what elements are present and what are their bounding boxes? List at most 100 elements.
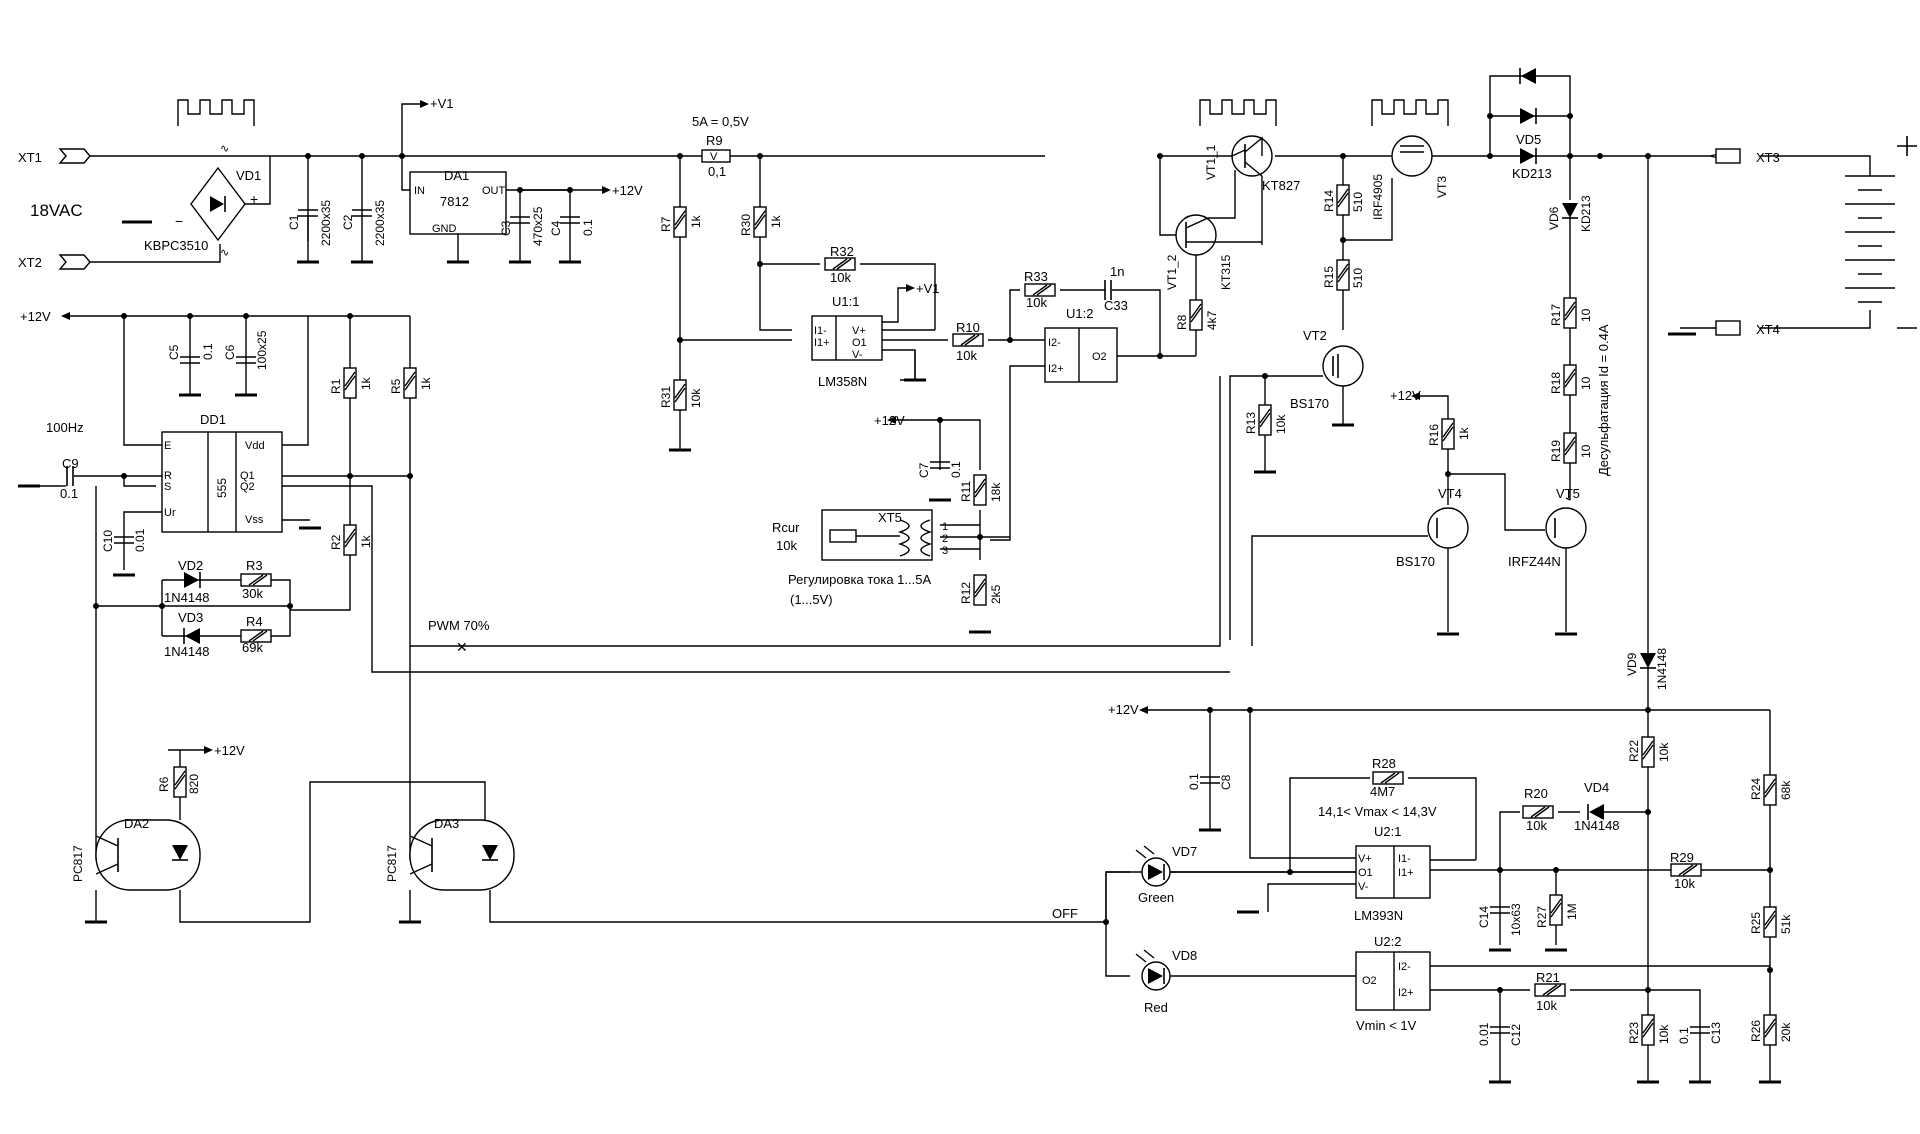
label-adjust-note: Регулировка тока 1...5А — [788, 572, 931, 587]
label-r23: R23 — [1627, 1022, 1641, 1044]
connector-xt4 — [1715, 320, 1741, 336]
label-lm393n: LM393N — [1354, 908, 1403, 923]
label-r21: R21 — [1536, 970, 1560, 985]
label-xt3: XT3 — [1756, 150, 1780, 165]
label-r32: R32 — [830, 244, 854, 259]
label-r21-value: 10k — [1536, 998, 1557, 1013]
label-vmax: 14,1< Vmax < 14,3V — [1318, 804, 1437, 819]
label-12v-vt4: +12V — [1390, 388, 1421, 403]
label-pin-vss: Vss — [245, 514, 264, 526]
label-12v-r6: +12V — [214, 743, 245, 758]
mosfet-vt5 — [1545, 507, 1587, 549]
label-pin-q1: Q1 — [240, 470, 255, 482]
label-r15-value: 510 — [1351, 268, 1365, 288]
label-vd5: VD5 — [1516, 132, 1541, 147]
label-vt1-1: VT1_1 — [1204, 144, 1218, 180]
label-r24-value: 68k — [1779, 780, 1793, 800]
label-r10-value: 10k — [956, 348, 977, 363]
comparator-section — [1103, 706, 1783, 1084]
label-bs170-vt2: BS170 — [1290, 396, 1329, 411]
optocoupler-da2 — [95, 819, 201, 891]
label-r6-value: 820 — [187, 774, 201, 794]
label-xt1: XT1 — [18, 150, 42, 165]
label-r26-value: 20k — [1779, 1022, 1793, 1042]
label-r16: R16 — [1427, 424, 1441, 446]
label-pin-ur: Ur — [164, 507, 176, 519]
label-12v-comp: +12V — [1108, 702, 1139, 717]
label-pwm: PWM 70% — [428, 618, 490, 633]
label-1n4148-vd4: 1N4148 — [1574, 818, 1620, 833]
label-r28: R28 — [1372, 756, 1396, 771]
label-u21-o1: O1 — [1358, 867, 1373, 879]
label-pc817-da3: PC817 — [385, 845, 399, 882]
label-r25-value: 51k — [1779, 914, 1793, 934]
label-1n4148-vd2: 1N4148 — [164, 590, 210, 605]
label-c2-value: 2200x35 — [373, 200, 387, 246]
label-12v-pot: +12V — [874, 413, 905, 428]
label-r27: R27 — [1535, 906, 1549, 928]
label-r17: R17 — [1549, 304, 1563, 326]
label-da3: DA3 — [434, 816, 459, 831]
label-r2: R2 — [329, 534, 343, 550]
label-r4: R4 — [246, 614, 263, 629]
label-c33: C33 — [1104, 298, 1128, 313]
label-u2-2: U2:2 — [1374, 934, 1401, 949]
label-c4: C4 — [549, 220, 563, 236]
label-vd9: VD9 — [1625, 652, 1639, 676]
label-vd2: VD2 — [178, 558, 203, 573]
label-r28-value: 4M7 — [1370, 784, 1395, 799]
label-vd6: VD6 — [1547, 206, 1561, 230]
label-r10: R10 — [956, 320, 980, 335]
label-pin-q2: Q2 — [240, 481, 255, 493]
label-kbpc3510: KBPC3510 — [144, 238, 208, 253]
label-r3: R3 — [246, 558, 263, 573]
label-r29-value: 10k — [1674, 876, 1695, 891]
label-r6: R6 — [157, 776, 171, 792]
label-c3-value: 470x25 — [531, 206, 545, 246]
svg-text:−: − — [175, 213, 183, 229]
label-u11-vm: V- — [852, 349, 863, 361]
label-reg-out: OUT — [482, 185, 506, 197]
shunt-r9 — [701, 149, 731, 163]
svg-text:+: + — [250, 191, 258, 207]
label-c2: C2 — [341, 214, 355, 230]
label-r9-value: 0,1 — [708, 164, 726, 179]
label-c14-value: 10x63 — [1509, 903, 1523, 936]
label-r13: R13 — [1244, 412, 1258, 434]
label-u1-1: U1:1 — [832, 294, 859, 309]
label-xt5-pin3: 3 — [942, 545, 948, 557]
label-u12-i2p: I2+ — [1048, 363, 1064, 375]
label-c4-value: 0.1 — [581, 219, 595, 236]
label-vd1: VD1 — [236, 168, 261, 183]
label-r23-value: 10k — [1657, 1024, 1671, 1044]
label-c7-value: 0.1 — [949, 461, 963, 478]
timer-555 — [161, 431, 283, 533]
label-c14: C14 — [1477, 906, 1491, 928]
mosfet-vt4 — [1427, 507, 1469, 549]
svg-text:∿: ∿ — [220, 247, 229, 259]
label-vmin: Vmin < 1V — [1356, 1018, 1417, 1033]
label-off: OFF — [1052, 906, 1078, 921]
label-c6-value: 100x25 — [255, 330, 269, 370]
label-r25: R25 — [1749, 912, 1763, 934]
label-r11-value: 18k — [989, 482, 1003, 502]
label-r19-value: 10 — [1579, 444, 1593, 458]
label-r31-value: 10k — [689, 388, 703, 408]
label-kd213-vd5: KD213 — [1512, 166, 1552, 181]
label-c1-value: 2200x35 — [319, 200, 333, 246]
label-r13-value: 10k — [1274, 414, 1288, 434]
label-u21-vp: V+ — [1358, 853, 1372, 865]
label-red: Red — [1144, 1000, 1168, 1015]
label-u12-o2: O2 — [1092, 351, 1107, 363]
label-dd1: DD1 — [200, 412, 226, 427]
label-r12: R12 — [959, 582, 973, 604]
label-u11-i1m: I1- — [814, 325, 827, 337]
label-c10-value: 0.01 — [133, 528, 147, 552]
label-pin-r: R — [164, 470, 172, 482]
label-r33: R33 — [1024, 269, 1048, 284]
transistor-vt1-2 — [1175, 214, 1217, 256]
label-r16-value: 1k — [1457, 426, 1471, 440]
label-bs170-vt4: BS170 — [1396, 554, 1435, 569]
labels: XT1 XT2 18VAC VD1 KBPC3510 +V1 C1 2200x3… — [18, 96, 1793, 1046]
label-1n4148-vd3: 1N4148 — [164, 644, 210, 659]
